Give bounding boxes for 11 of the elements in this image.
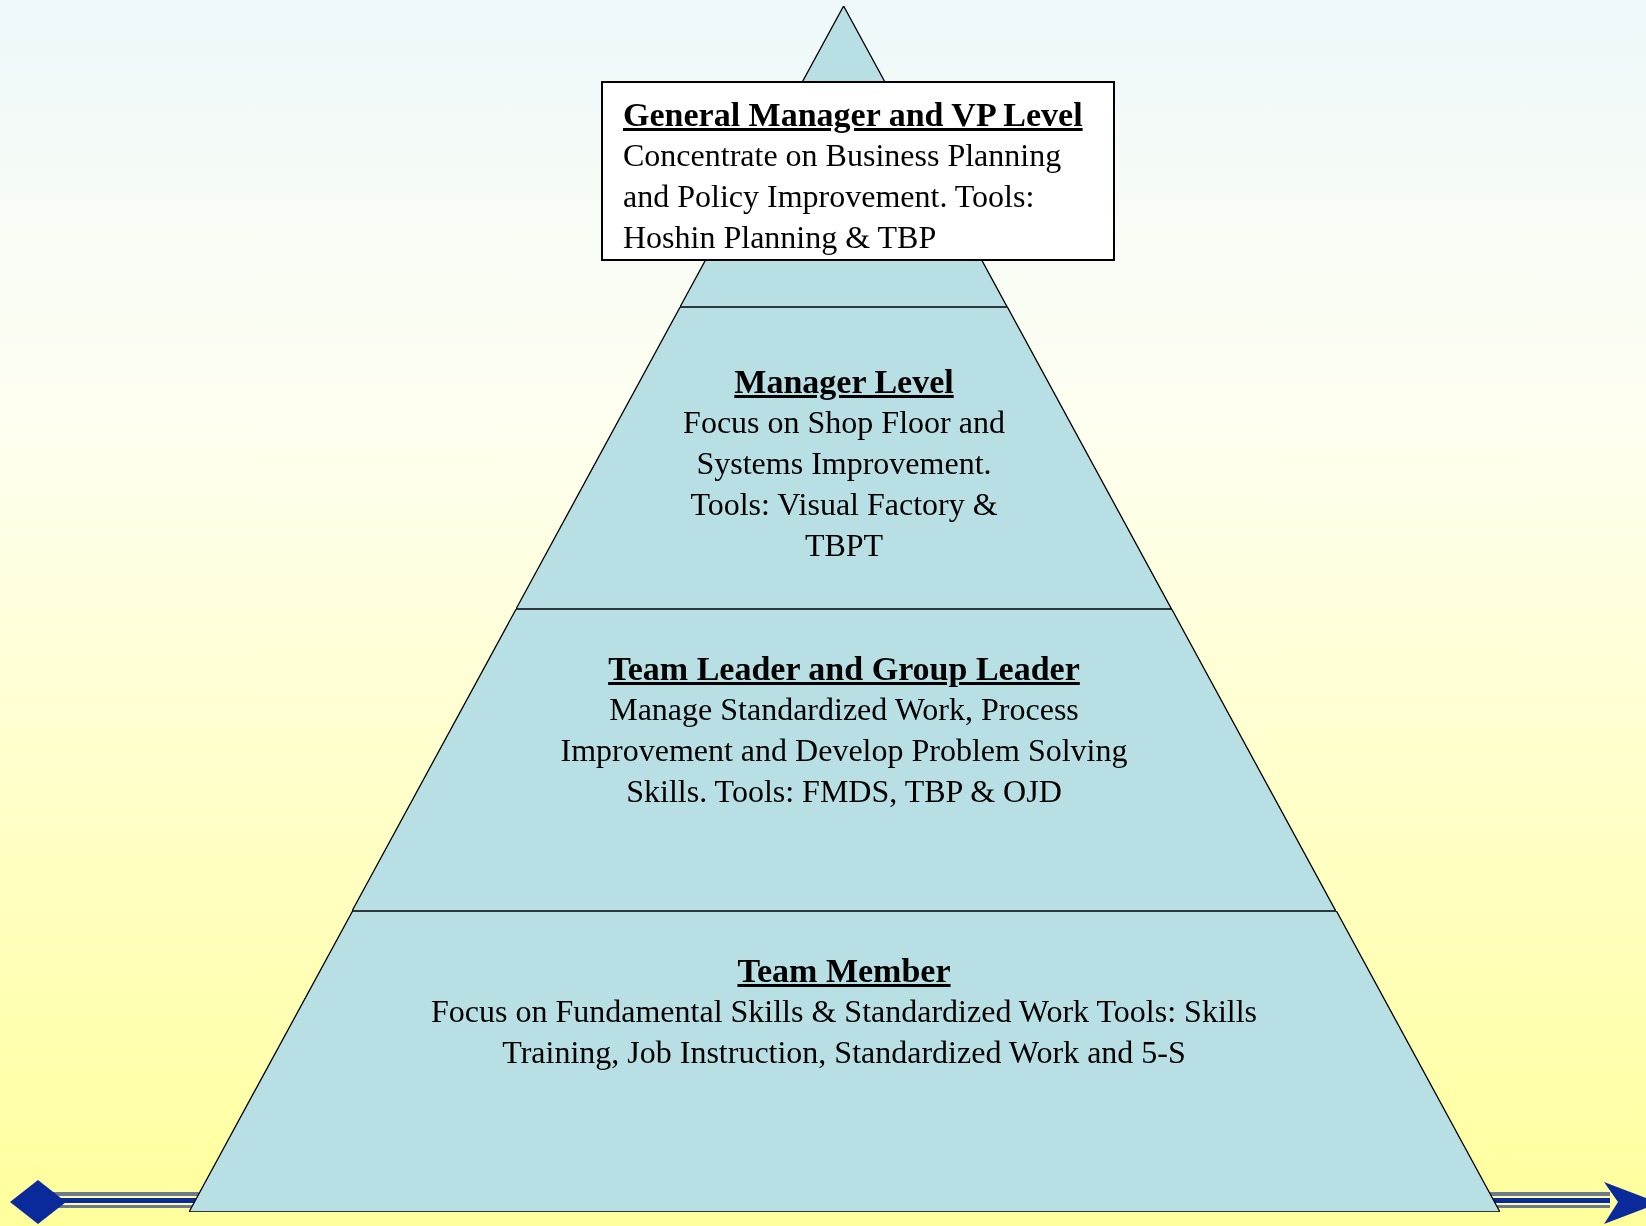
level-description: Concentrate on Business Planning and Policy Improvement. Tools: Hoshin Planning & TBP <box>623 136 1063 257</box>
level-box <box>601 81 1115 261</box>
pyramid-level <box>352 609 1336 911</box>
level-description: Focus on Shop Floor and Systems Improvement. Tools: Visual Factory & TBPT <box>682 403 1006 565</box>
pyramid-level <box>188 911 1500 1212</box>
level-description: Manage Standardized Work, Process Improvement and Develop Problem Solving Skills. Tools: FMDS, TBP & OJD <box>559 690 1129 811</box>
level-heading: Team Leader and Group Leader <box>608 649 1080 689</box>
level-heading: Manager Level <box>734 362 954 402</box>
level-heading: General Manager and VP Level <box>623 95 1083 135</box>
level-heading: Team Member <box>737 951 951 991</box>
level-description: Focus on Fundamental Skills & Standardized Work Tools: Skills Training, Job Instruction, Standardized Work and 5-S <box>430 992 1258 1072</box>
